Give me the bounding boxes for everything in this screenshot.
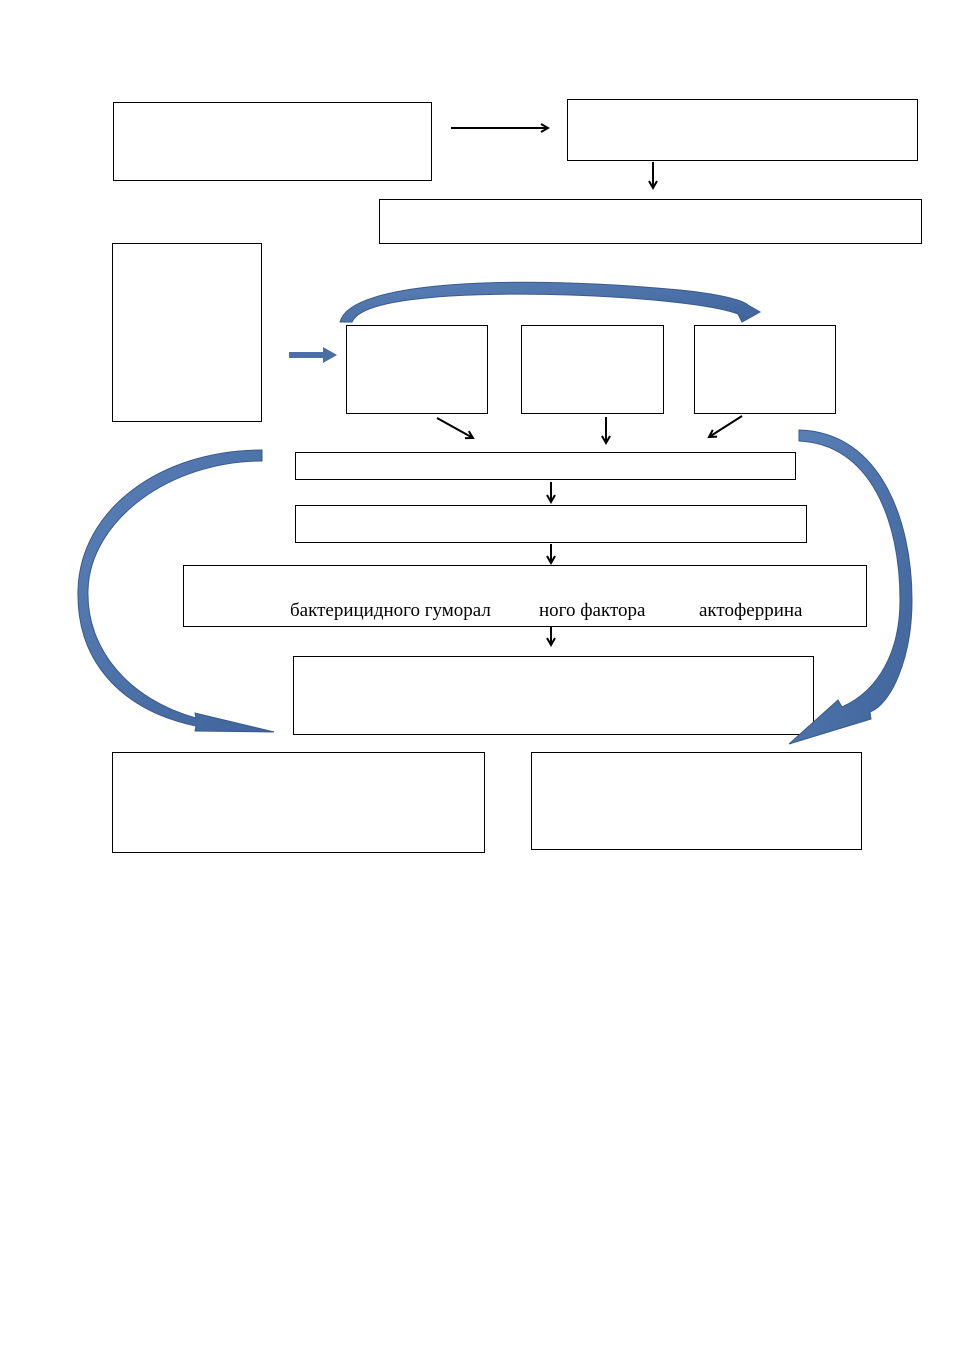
blue-arrow-right (289, 347, 337, 363)
box-bottom-right (531, 752, 862, 850)
box-bottom-left (112, 752, 485, 853)
bar3-text-part3: актоферрина (699, 600, 803, 621)
box-bar-2 (295, 505, 807, 543)
box-mid-3 (694, 325, 836, 414)
blue-curved-arrow-right (788, 429, 913, 745)
bar3-text-part2: ного фактора (539, 600, 646, 621)
arrow-mid1-diagonal (436, 417, 473, 438)
arrow-mid3-diagonal (709, 415, 743, 437)
box-tall-left (112, 243, 262, 422)
box-mid-2 (521, 325, 664, 414)
blue-curved-arrow-top (339, 281, 762, 323)
box-top-right (567, 99, 918, 161)
box-bar-1 (295, 452, 796, 480)
box-wide-row-2 (379, 199, 922, 244)
box-mid-1 (346, 325, 488, 414)
box-center-lower (293, 656, 814, 735)
bar3-text-part1: бактерицидного гуморал (290, 600, 491, 621)
box-bar-3: бактерицидного гуморал ного фактора акто… (183, 565, 867, 627)
blue-curved-arrow-left (77, 449, 275, 733)
box-top-left (113, 102, 432, 181)
